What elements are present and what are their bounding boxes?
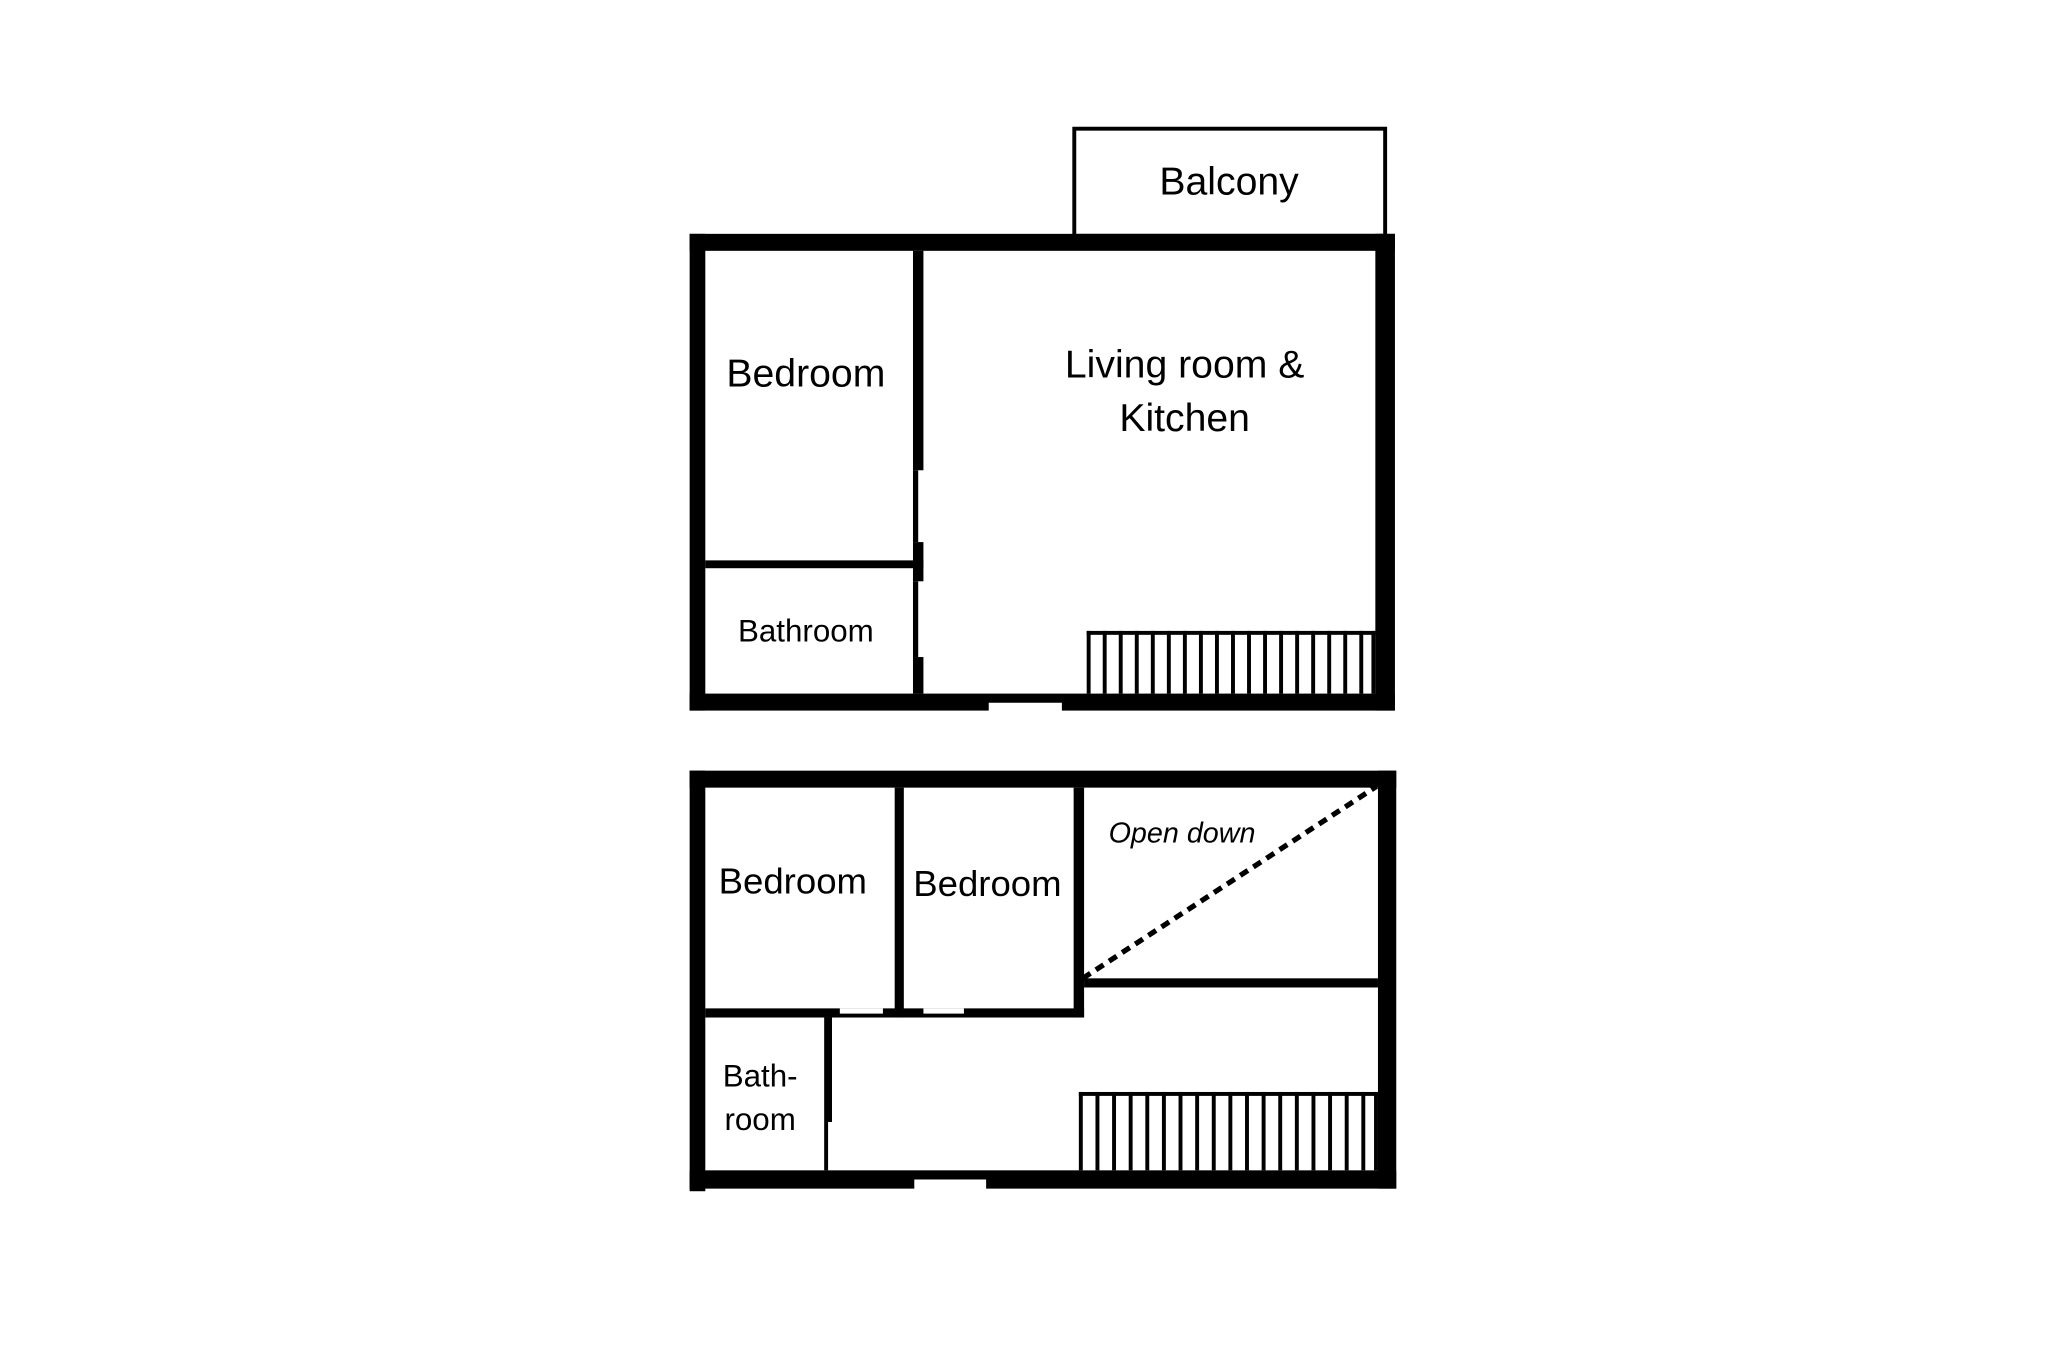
stair-tread [1182, 630, 1187, 694]
stair-tread [1371, 630, 1376, 694]
wall-under-bedrooms [705, 1008, 1085, 1018]
stair-tread [1195, 1091, 1200, 1171]
wall-bathroom [824, 1017, 832, 1123]
stair-tread [1102, 630, 1107, 694]
room-label-bath-line2: room [724, 1102, 795, 1137]
stair-tread [1231, 630, 1235, 694]
stair-tread [1278, 1091, 1283, 1171]
room-label-living-line2: Kitchen [1119, 397, 1250, 440]
wall-bedroom-bathroom [705, 560, 924, 569]
stair-tread [1095, 1091, 1100, 1171]
stair-tread [1359, 630, 1364, 694]
stair-tread [1166, 630, 1171, 694]
stair-tread [1228, 1091, 1233, 1171]
upper-floor-plan: Balcony Bedroom Living room & Kitchen Ba… [689, 126, 1395, 712]
stair-tread [1150, 630, 1155, 694]
stair-tread [1134, 630, 1139, 694]
entry-door-gap [914, 1179, 987, 1190]
stair-tread [1161, 1091, 1166, 1171]
room-label-balcony: Balcony [1159, 161, 1299, 204]
stair-tread [1112, 1091, 1117, 1171]
stair-tread [1078, 1091, 1083, 1171]
staircase-lower [1078, 1091, 1378, 1171]
stair-tread [1294, 1091, 1299, 1171]
outer-wall-bottom [689, 1170, 1397, 1189]
room-label-bath-line1: Bath- [723, 1059, 798, 1094]
wall-segment [912, 657, 924, 694]
stair-tread [1086, 630, 1091, 694]
stair-tread [1327, 630, 1332, 694]
stair-tread [1118, 630, 1123, 694]
stair-tread [1295, 630, 1300, 694]
stair-tread [1279, 630, 1284, 694]
wall-bedroom-opendown [1073, 787, 1085, 1018]
room-label-bedroom-right: Bedroom [913, 863, 1061, 904]
wall-bathroom-door [912, 581, 919, 658]
label-open-down: Open down [1109, 818, 1256, 850]
stair-tread [1245, 1091, 1249, 1171]
stair-tread [1247, 630, 1251, 694]
stair-tread [1263, 630, 1268, 694]
entry-door-gap [988, 702, 1062, 712]
stair-tread [1128, 1091, 1133, 1171]
wall-between-bedrooms [894, 787, 904, 1018]
bedroom-door-gap [839, 1008, 883, 1014]
open-down-diagonal [1081, 784, 1379, 981]
stair-tread [1374, 1091, 1378, 1171]
staircase-upper [1086, 630, 1376, 694]
stair-tread [1198, 630, 1203, 694]
outer-wall-top [689, 770, 1397, 788]
wall-bathroom-door [824, 1122, 829, 1171]
stair-tread [1261, 1091, 1266, 1171]
stair-tread [1311, 630, 1316, 694]
outer-wall-right [1375, 233, 1395, 711]
bedroom-door-gap [923, 1008, 964, 1014]
stair-tread [1145, 1091, 1150, 1171]
outer-wall-top [689, 233, 1395, 251]
wall-bedroom-living [912, 250, 924, 471]
outer-wall-left [689, 770, 706, 1192]
outer-wall-bottom [689, 693, 1395, 711]
stair-tread [1311, 1091, 1316, 1171]
stair-tread [1328, 1091, 1333, 1171]
stair-tread [1211, 1091, 1216, 1171]
wall-opendown-bottom [1084, 978, 1378, 988]
outer-wall-right [1377, 770, 1397, 1189]
stair-tread [1214, 630, 1219, 694]
room-label-bathroom: Bathroom [738, 613, 874, 648]
outer-wall-left [689, 233, 706, 711]
wall-bedroom-living-door [912, 470, 919, 543]
lower-floor-plan: Open down Bedroom Bedroom Bath- room [689, 770, 1397, 1192]
stair-tread [1344, 1091, 1349, 1171]
room-label-bedroom: Bedroom [726, 353, 885, 396]
room-label-living-line1: Living room & [1065, 344, 1305, 387]
stair-tread [1343, 630, 1348, 694]
room-label-bedroom-left: Bedroom [719, 860, 867, 901]
stair-tread [1178, 1091, 1183, 1171]
stair-tread [1361, 1091, 1366, 1171]
